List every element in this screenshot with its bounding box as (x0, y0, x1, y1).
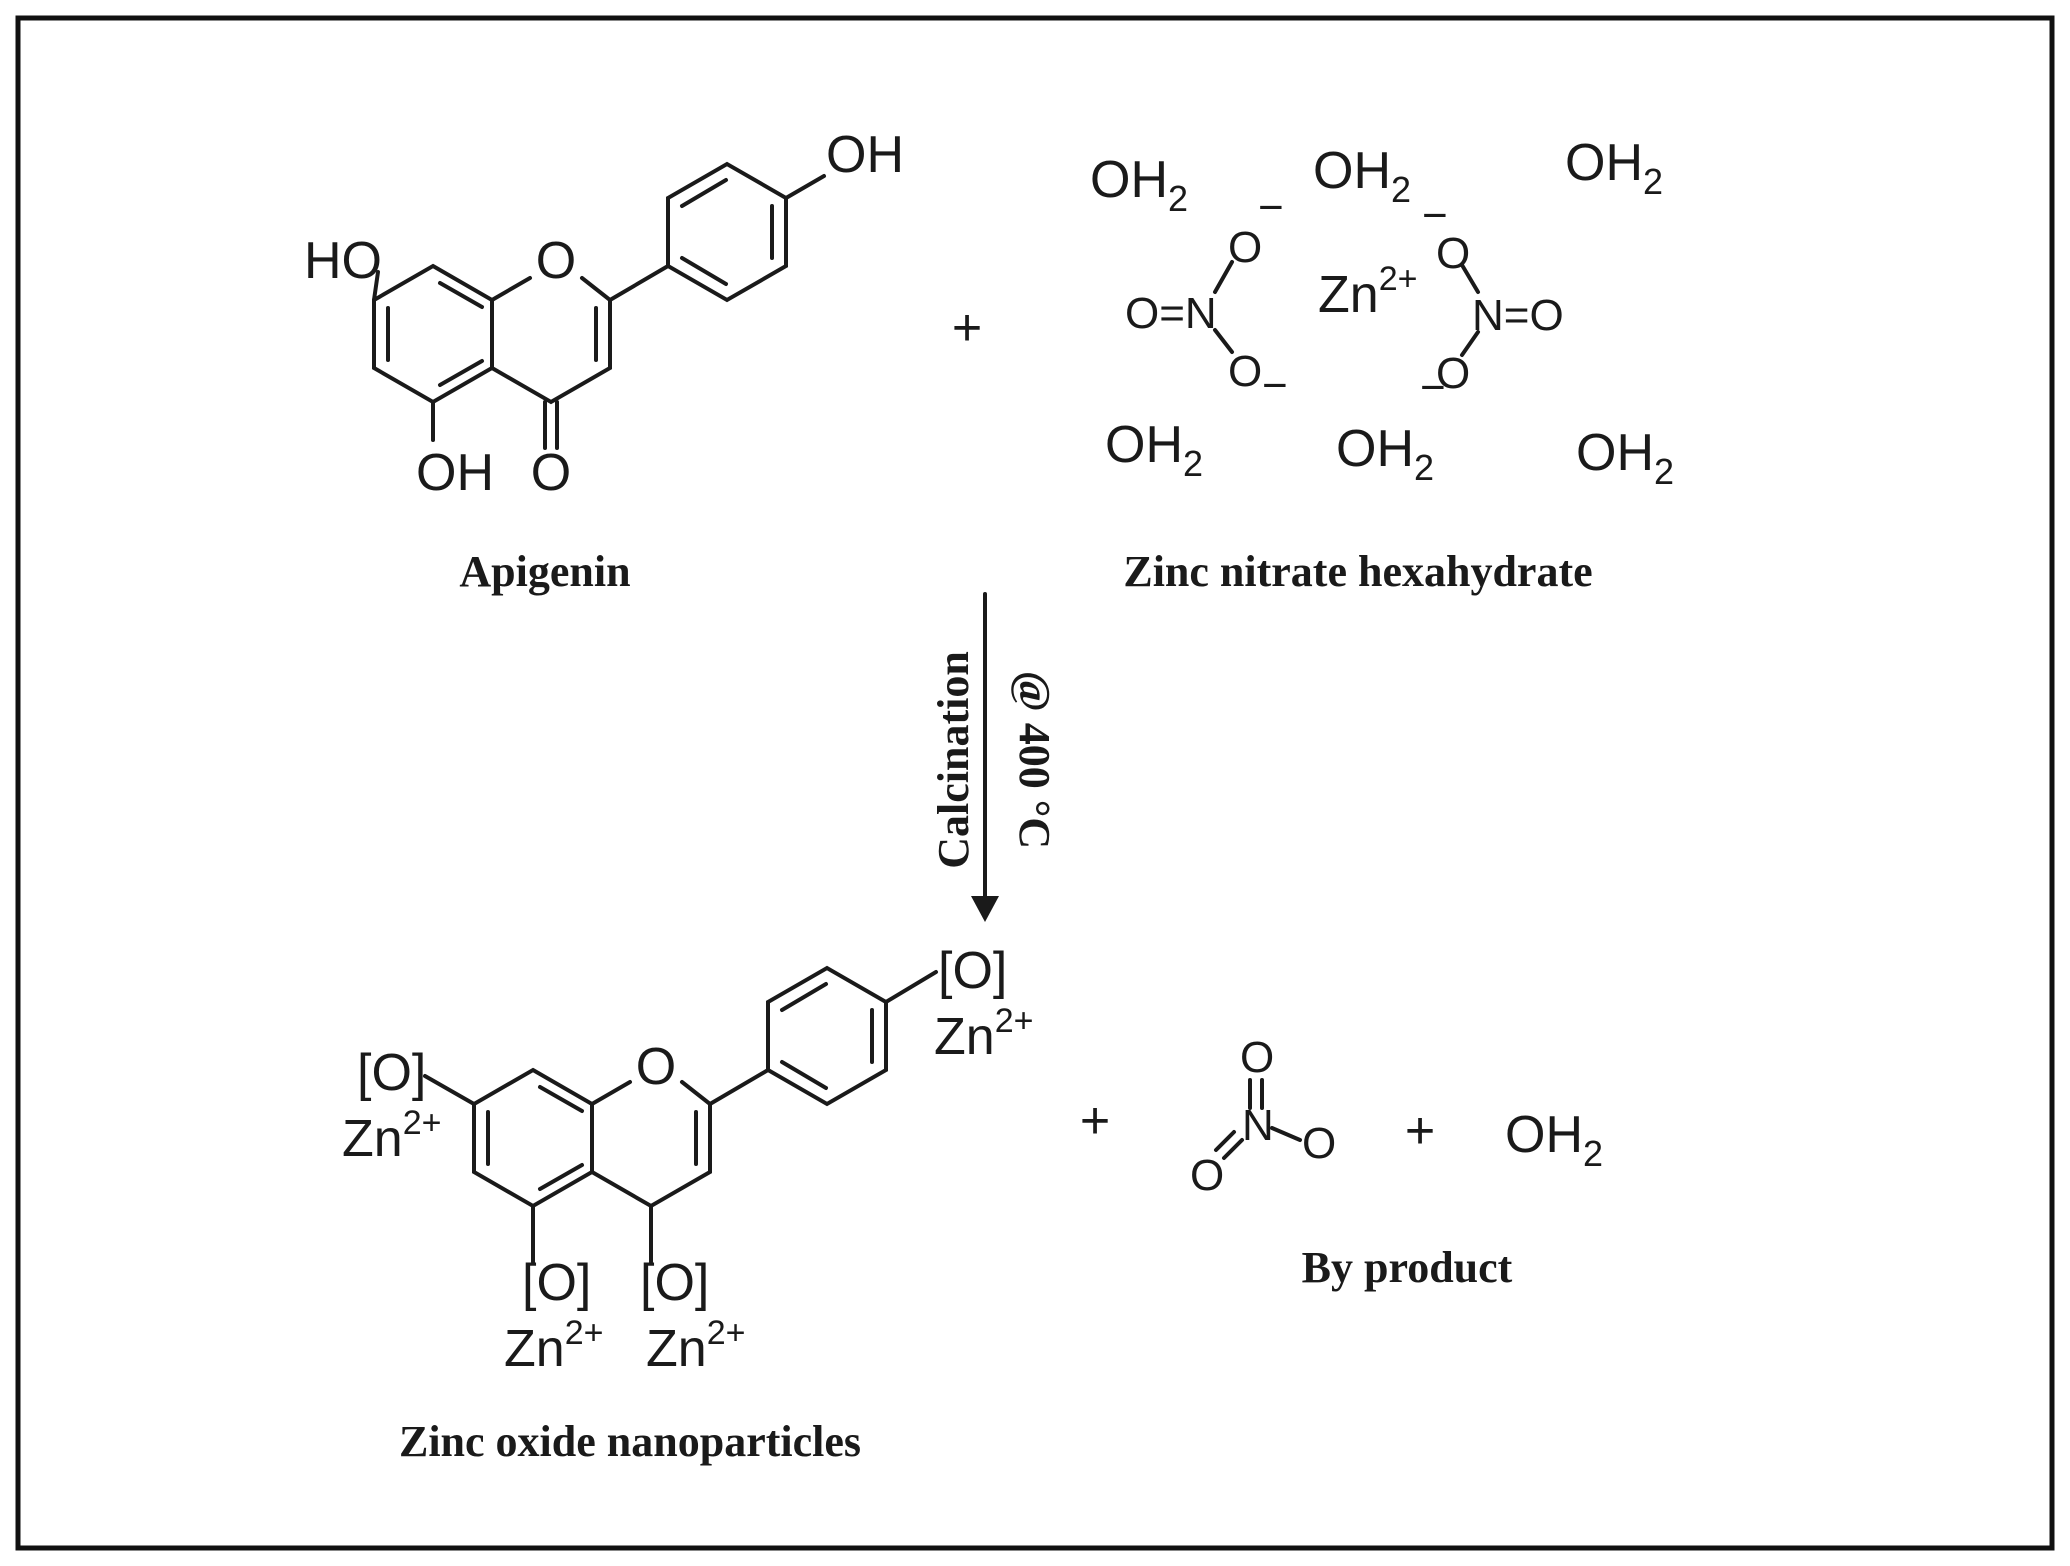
byproduct-o-right: O (1302, 1119, 1336, 1168)
byproduct-water: OH2 (1505, 1106, 1603, 1174)
byproduct-o-left: O (1190, 1151, 1224, 1200)
left-nitrate-o-double-n: O=N (1125, 289, 1217, 338)
zno-zn-top: Zn2+ (934, 1002, 1033, 1066)
apigenin-oh-top-label: OH (826, 126, 904, 184)
byproduct-o-top: O (1240, 1033, 1274, 1082)
apigenin-oh-bottom-label: OH (416, 444, 494, 502)
zinc-nitrate-structure: OH2 OH2 OH2 OH2 OH2 OH2 O=N O − O − Zn2+… (1090, 134, 1674, 492)
water-5: OH2 (1336, 420, 1434, 488)
water-4: OH2 (1105, 416, 1203, 484)
condition-calcination: Calcination (929, 651, 978, 869)
zno-ring-o-label: O (636, 1038, 676, 1096)
byproduct-n: N (1242, 1101, 1274, 1150)
zno-oxide-bottom-1: [O] (522, 1254, 591, 1312)
right-nitrate-minus-top: − (1422, 191, 1448, 240)
zno-caption: Zinc oxide nanoparticles (399, 1417, 861, 1466)
product-plus-1: + (1080, 1092, 1110, 1150)
nitrogen-dioxide-structure: O N O O (1190, 1033, 1336, 1200)
water-2: OH2 (1313, 142, 1411, 210)
zn-ion: Zn2+ (1318, 260, 1417, 324)
water-3: OH2 (1565, 134, 1663, 202)
apigenin-ho-label: HO (304, 232, 382, 290)
right-nitrate-n-double-o: N=O (1472, 291, 1564, 340)
left-nitrate-minus-bottom: − (1262, 361, 1288, 410)
zno-zn-bottom-2: Zn2+ (646, 1314, 745, 1378)
byproduct-caption: By product (1302, 1243, 1513, 1292)
left-nitrate-minus-top: − (1258, 183, 1284, 232)
zno-zn-left: Zn2+ (342, 1104, 441, 1168)
apigenin-structure (372, 161, 826, 450)
figure-frame (15, 15, 2055, 1551)
zinc-nitrate-caption: Zinc nitrate hexahydrate (1123, 547, 1592, 596)
water-1: OH2 (1090, 151, 1188, 219)
condition-temperature: @ 400 °C (1010, 671, 1059, 849)
zno-zn-bottom-1: Zn2+ (504, 1314, 603, 1378)
apigenin-ring-o-label: O (536, 232, 576, 290)
right-nitrate-o-bottom: O (1436, 349, 1470, 398)
zno-oxide-left: [O] (357, 1044, 426, 1102)
apigenin-carbonyl-o-label: O (531, 444, 571, 502)
left-nitrate-o-top: O (1228, 223, 1262, 272)
zno-oxide-bottom-2: [O] (640, 1254, 709, 1312)
left-nitrate-o-bottom: O (1228, 347, 1262, 396)
reactant-plus: + (952, 299, 982, 357)
water-6: OH2 (1576, 424, 1674, 492)
zno-oxide-top: [O] (938, 942, 1007, 1000)
reaction-arrow (971, 592, 999, 922)
apigenin-caption: Apigenin (459, 547, 630, 596)
right-nitrate-minus-bottom: − (1420, 363, 1446, 412)
product-plus-2: + (1405, 1102, 1435, 1160)
zno-structure (423, 965, 938, 1264)
